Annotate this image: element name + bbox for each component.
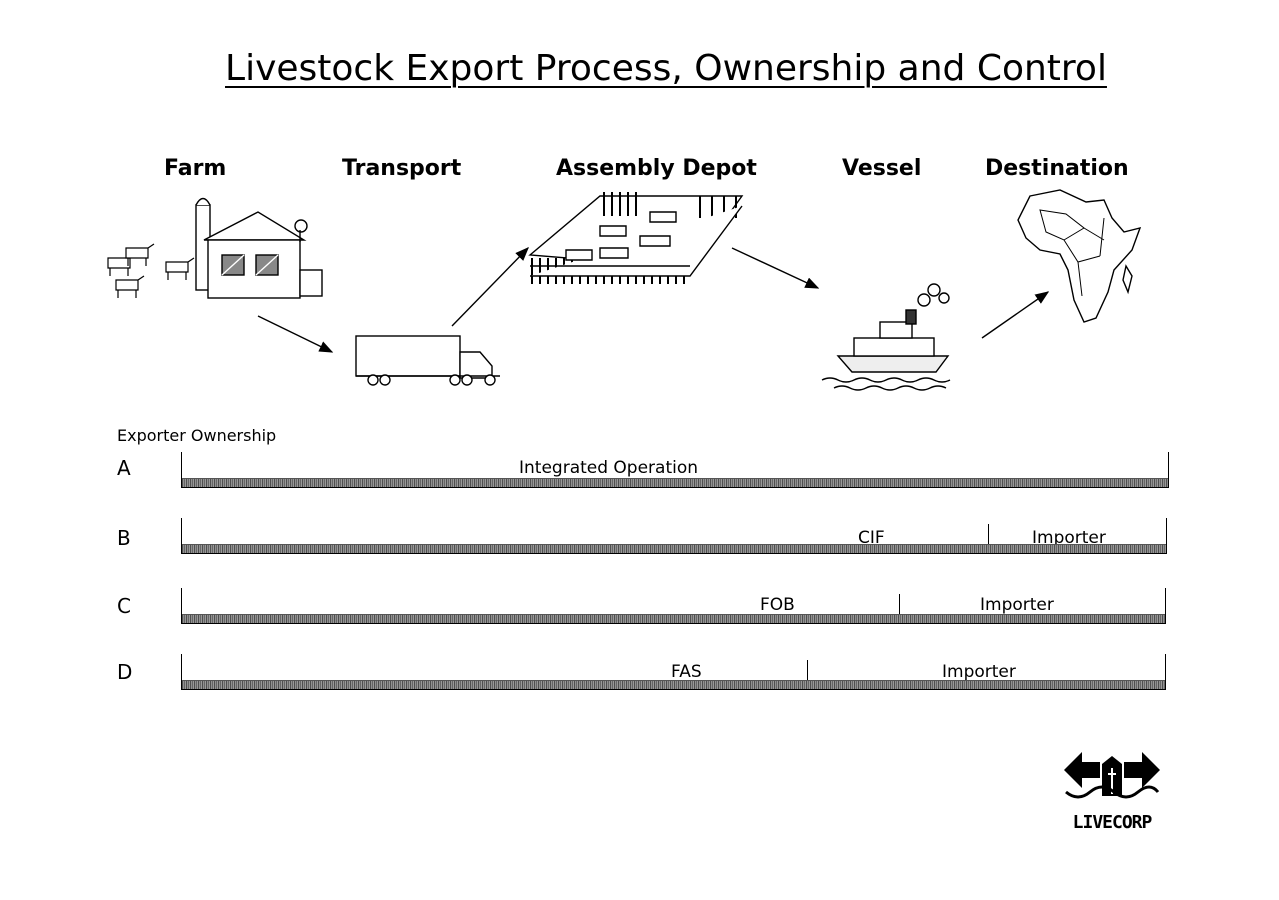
stage-label-vessel: Vessel [842,156,922,181]
ownership-bar-d: FAS Importer [181,654,1166,690]
segment-cif: CIF [858,528,885,548]
africa-map-icon [1017,189,1142,323]
process-flow-diagram [107,189,1142,391]
ownership-bar-a: Integrated Operation [181,452,1169,488]
ownership-bar-b: CIF Importer [181,518,1167,554]
row-letter-d: D [117,660,133,684]
stage-label-destination: Destination [985,156,1129,181]
segment-integrated-operation: Integrated Operation [519,458,699,478]
row-letter-a: A [117,456,131,480]
row-letter-b: B [117,526,131,550]
stage-label-transport: Transport [342,156,462,181]
exporter-ownership-label: Exporter Ownership [117,426,277,445]
ownership-bar-c: FOB Importer [181,588,1166,624]
ship-icon [821,283,951,391]
segment-importer-d: Importer [942,662,1016,682]
truck-icon [355,335,500,386]
depot-pen-icon [528,192,744,284]
livecorp-logo-icon [1064,752,1160,799]
segment-fas: FAS [671,662,702,682]
stage-label-farm: Farm [164,156,227,181]
farm-icon [107,197,323,299]
segment-fob: FOB [760,595,795,615]
page-title: Livestock Export Process, Ownership and … [225,48,1107,89]
livecorp-logo-text: LIVECORP [1072,812,1153,833]
segment-importer-c: Importer [980,595,1054,615]
segment-importer-b: Importer [1032,528,1106,548]
row-letter-c: C [117,594,131,618]
stage-label-assembly-depot: Assembly Depot [556,156,757,181]
